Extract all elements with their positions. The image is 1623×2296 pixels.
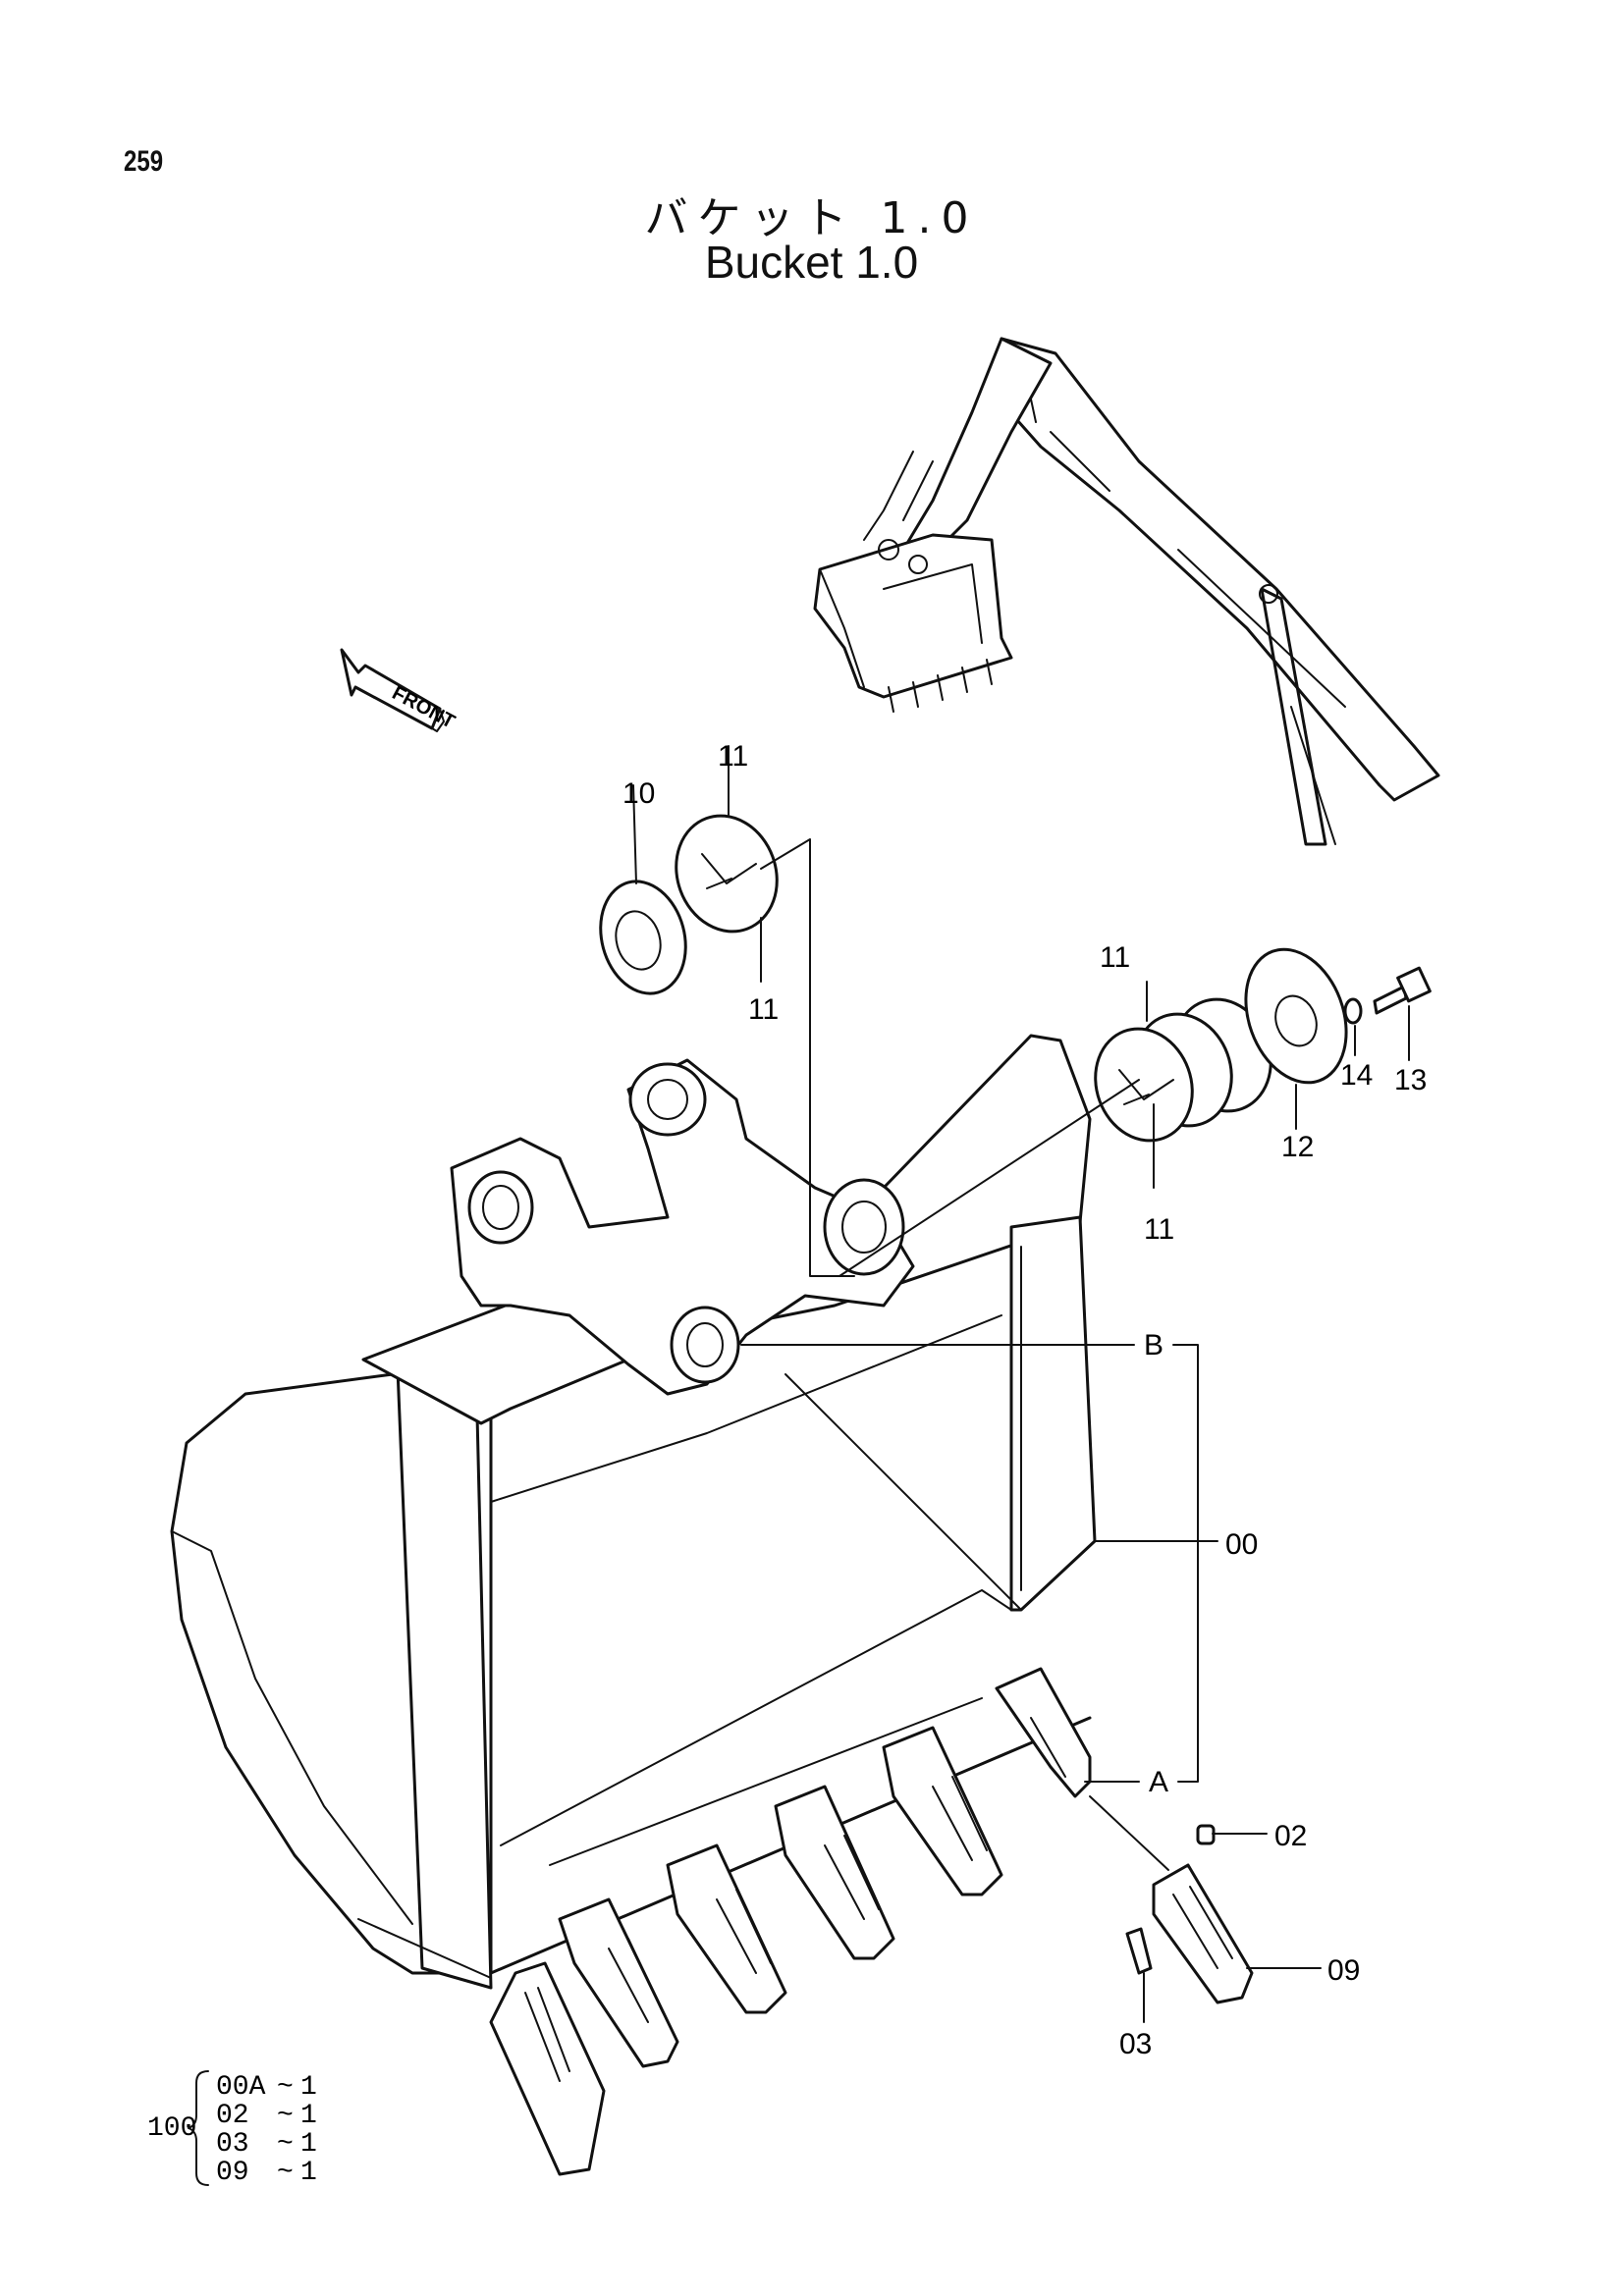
shim-set-upper bbox=[675, 814, 779, 934]
callout-10: 10 bbox=[622, 777, 655, 810]
tooth-detail bbox=[1125, 1824, 1254, 2004]
callout-11: 11 bbox=[1100, 941, 1130, 974]
shim-set-lower bbox=[1094, 997, 1272, 1143]
page-number: 259 bbox=[124, 145, 164, 178]
callout-02: 02 bbox=[1274, 1820, 1307, 1852]
title-english: Bucket 1.0 bbox=[704, 237, 919, 288]
kit-item-part: 00A bbox=[216, 2072, 266, 2103]
washer-10 bbox=[599, 880, 687, 995]
kit-item-qty: 1 bbox=[300, 2072, 317, 2103]
kit-item-part: 09 bbox=[216, 2158, 249, 2188]
callout-labels: 10 11 11 11 11 12 13 14 00 02 03 09 B A bbox=[622, 740, 1427, 2060]
excavator-arm-illustration bbox=[813, 337, 1440, 846]
callout-13: 13 bbox=[1394, 1064, 1427, 1096]
callout-03: 03 bbox=[1119, 2028, 1152, 2060]
kit-item-sep: ~ bbox=[277, 2158, 294, 2188]
callout-12: 12 bbox=[1281, 1131, 1314, 1163]
callout-11: 11 bbox=[748, 993, 779, 1026]
lock-03 bbox=[1125, 1927, 1153, 1975]
callout-09: 09 bbox=[1327, 1954, 1360, 1987]
callout-11: 11 bbox=[1144, 1213, 1174, 1246]
kit-item-qty: 1 bbox=[300, 2129, 317, 2160]
kit-item-part: 03 bbox=[216, 2129, 249, 2160]
washer-14 bbox=[1343, 997, 1363, 1025]
kit-list: 100 00A ~ 1 02 ~ 1 03 ~ 1 09 ~ 1 bbox=[147, 2070, 317, 2188]
bolt-13 bbox=[1373, 966, 1432, 1015]
callout-11: 11 bbox=[718, 740, 748, 773]
pin-02 bbox=[1196, 1824, 1216, 1845]
leader-lines bbox=[632, 745, 1410, 2023]
callout-00: 00 bbox=[1225, 1528, 1258, 1561]
kit-item-sep: ~ bbox=[277, 2072, 294, 2103]
callout-14: 14 bbox=[1340, 1059, 1373, 1092]
front-direction-arrow: FRONT bbox=[340, 648, 459, 733]
kit-item-qty: 1 bbox=[300, 2101, 317, 2131]
detail-tag-b: B bbox=[1144, 1329, 1163, 1362]
detail-tag-a: A bbox=[1149, 1766, 1168, 1798]
kit-item-sep: ~ bbox=[277, 2101, 294, 2131]
kit-item-part: 02 bbox=[216, 2101, 249, 2131]
kit-item-qty: 1 bbox=[300, 2158, 317, 2188]
bucket-teeth bbox=[489, 1667, 1092, 2176]
plate-12 bbox=[1244, 947, 1348, 1085]
title-japanese: バケット 1.0 bbox=[644, 193, 979, 243]
bucket-body bbox=[170, 1034, 1097, 2176]
kit-item-sep: ~ bbox=[277, 2129, 294, 2160]
